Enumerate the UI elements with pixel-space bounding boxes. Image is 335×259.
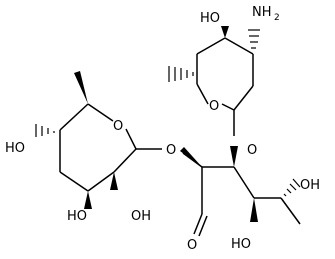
stereo-layer <box>35 26 301 222</box>
bond-c3-c2 <box>196 37 226 55</box>
bond-fuc-c2-c3 <box>87 171 115 192</box>
bond-fuc-c5-ring-o <box>87 103 114 122</box>
wedge-bond-c3-oh <box>221 26 229 38</box>
atom-label-ho-chain-c4: HO <box>231 237 251 252</box>
bond-chain-c5-c6 <box>280 197 301 225</box>
atom-label-ring-o: O <box>209 99 219 114</box>
bond-chain-c1-o-b <box>198 215 208 237</box>
wedge-bond-chain-c3-link-o <box>230 146 238 167</box>
bond-fuc-c1-c2 <box>113 148 137 173</box>
hashed-bond-c4-nh2 <box>248 29 260 49</box>
hashed-bond-ring-methyl <box>168 66 194 82</box>
bond-c3-c4 <box>224 37 254 55</box>
wedge-bond-chain-c4-oh <box>250 198 258 222</box>
atom-label-link-o-left: O <box>166 143 176 158</box>
hashed-bond-chain-c5-oh <box>283 178 301 197</box>
wedge-bond-fuc-methyl <box>74 71 88 104</box>
bond-fuc-ring-o-c1 <box>125 128 137 150</box>
hashed-bond-fuc-c4-oh <box>35 124 55 137</box>
atom-label-oh-chain-c5: OH <box>300 178 320 193</box>
atom-label-link-o-right: O <box>247 143 257 158</box>
atom-label-nh2: NH <box>252 5 272 20</box>
bond-ring-o-anomeric <box>221 103 235 111</box>
atom-label-ho-top: HO <box>200 11 220 26</box>
bond-c5-c1 <box>233 85 254 111</box>
label-layer: HO NH 2 O O O O HO HO OH O HO OH <box>5 5 320 253</box>
bond-layer <box>59 37 301 237</box>
atom-label-nh2-subscript: 2 <box>274 13 280 23</box>
atom-label-aldehyde-o: O <box>187 238 197 253</box>
atom-label-ho-c3: HO <box>67 209 87 224</box>
bond-chain-c3-c4 <box>233 166 255 199</box>
atom-label-oh-c2: OH <box>131 209 151 224</box>
wedge-bond-chain-link-o <box>180 147 202 167</box>
bond-chain-c1-o-a <box>193 213 203 235</box>
wedge-bond-fuc-c2-oh <box>110 172 118 190</box>
atom-label-ho-c4: HO <box>5 141 25 156</box>
bond-c1-ring-o <box>196 83 209 105</box>
atom-label-fucose-ring-o: O <box>113 119 123 134</box>
wedge-bond-fuc-c3-oh <box>84 191 92 209</box>
bond-fuc-c3-c4 <box>59 171 89 192</box>
bond-fuc-c5-c6 <box>59 103 89 131</box>
